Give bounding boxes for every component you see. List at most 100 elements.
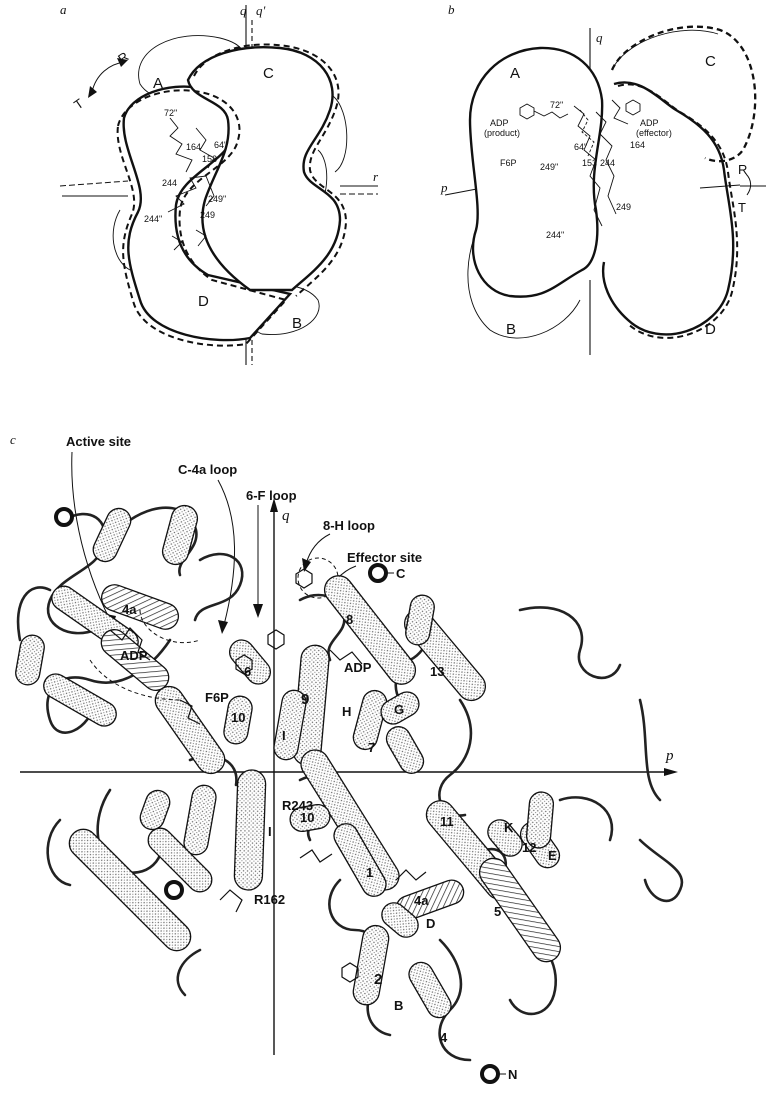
ligand-adp-2: ADP [344, 660, 372, 675]
ligand-adp-1: ADP [120, 648, 148, 663]
helix-label-1: 1 [366, 865, 373, 880]
subunit-b-label: B [506, 321, 516, 338]
axis-q-label: q [596, 30, 603, 45]
helix-label-8: 8 [346, 612, 353, 627]
residue-244: 244 [162, 178, 177, 188]
adp-product-label-1: ADP [490, 118, 509, 128]
helix-label-K: K [504, 820, 514, 835]
helix-label-I-top: I [282, 728, 286, 743]
helix-4 [405, 958, 456, 1022]
helix-label-4a-top: 4a [122, 602, 137, 617]
residue-r243: R243 [282, 798, 313, 813]
helix-cylinders [14, 503, 566, 1022]
panel-c-letter: c [10, 432, 16, 447]
axis-p-right [700, 185, 740, 188]
axis-q-prime-label: q' [256, 3, 266, 18]
t-label: T [738, 200, 746, 215]
axis-q-label: q [282, 508, 290, 524]
helix-7 [382, 722, 428, 777]
helix-label-I-low: I [268, 824, 272, 839]
terminus-circle-top-left [56, 509, 72, 525]
subunit-c-label: C [263, 65, 274, 82]
helix-label-5: 5 [494, 904, 501, 919]
t-label: T [71, 96, 86, 113]
helix-label-D: D [426, 916, 435, 931]
six-f-loop-label: 6-F loop [246, 488, 297, 503]
subunit-c-label: C [705, 53, 716, 70]
residue-72: 72" [550, 100, 563, 110]
helix-left-vertical [182, 783, 218, 856]
residue-244p: 244" [546, 230, 564, 240]
axis-p-arrowhead [664, 768, 678, 776]
residue-249: 249 [616, 202, 631, 212]
helix-label-E: E [548, 848, 557, 863]
panel-a-letter: a [60, 2, 67, 17]
helix-label-4: 4 [440, 1030, 448, 1045]
subunit-a-label: A [153, 75, 163, 92]
rotation-arrow [746, 174, 751, 195]
helix-top-left-1 [89, 505, 134, 566]
helix-2 [351, 924, 390, 1007]
residue-r162: R162 [254, 892, 285, 907]
ligand-f6p: F6P [205, 690, 229, 705]
subunit-d-back-edge [113, 210, 130, 270]
residue-249p: 249" [540, 162, 558, 172]
helix-label-12: 12 [522, 840, 536, 855]
helix-label-7: 7 [368, 740, 375, 755]
residue-72: 72" [164, 108, 177, 118]
residue-164: 164 [186, 142, 201, 152]
residue-153: 153 [202, 154, 217, 164]
subunit-c-thin [614, 30, 718, 66]
helix-top-left-2 [160, 503, 201, 568]
effector-site-label: Effector site [347, 550, 422, 565]
terminus-c-label: C [396, 566, 406, 581]
helix-label-H: H [342, 704, 351, 719]
helix-label-13: 13 [430, 664, 444, 679]
adp-effector-label-2: (effector) [636, 128, 672, 138]
t-arrowhead [88, 86, 97, 98]
helix-bottom-small [137, 787, 173, 833]
subunit-a-outline [470, 48, 602, 297]
terminus-n-label: N [508, 1067, 517, 1082]
terminus-n-circle [482, 1066, 498, 1082]
active-site-label: Active site [66, 434, 131, 449]
c4a-loop-label: C-4a loop [178, 462, 237, 477]
adp-effector-label-1: ADP [640, 118, 659, 128]
panel-a: a q q' r A C D B T R 72 [60, 2, 379, 365]
helix-label-2: 2 [374, 971, 382, 988]
helix-label-B: B [394, 998, 403, 1013]
subunit-d-dashed [618, 84, 737, 338]
helix-label-G: G [394, 702, 404, 717]
c4a-loop-arrowhead [218, 620, 228, 634]
residue-249: 249 [200, 210, 215, 220]
helix-label-6: 6 [244, 664, 251, 679]
axis-r-label: r [373, 169, 379, 184]
helix-label-10-top: 10 [231, 710, 245, 725]
eight-h-loop-label: 8-H loop [323, 518, 375, 533]
residue-244p: 244" [144, 214, 162, 224]
helix-label-9: 9 [301, 691, 309, 708]
residue-64: 64" [214, 140, 227, 150]
axis-p-label: p [440, 180, 448, 195]
helix-label-11: 11 [440, 814, 454, 829]
residue-64: 64" [574, 142, 587, 152]
helix-5 [474, 853, 566, 967]
residue-153: 153 [582, 158, 597, 168]
subunit-d-label: D [705, 321, 716, 338]
panel-c: c q p Active site C-4a loop 6-F loop 8-H… [10, 432, 682, 1082]
subunit-a-label: A [510, 65, 520, 82]
helix-left-small [14, 633, 46, 686]
r-label: R [738, 162, 747, 177]
residue-244: 244 [600, 158, 615, 168]
residue-249p: 249" [208, 194, 226, 204]
terminus-circle-bottom-left [166, 882, 182, 898]
axis-q-label: q [240, 3, 247, 18]
panel-b: b q p A B C D R T ADP (product) [440, 2, 766, 355]
adp-effector-glyph [612, 100, 640, 124]
terminus-c-circle [370, 565, 386, 581]
panel-b-letter: b [448, 2, 455, 17]
six-f-loop-arrowhead [253, 604, 263, 618]
helix-label-4a-bottom: 4a [414, 893, 429, 908]
axis-r-dashed-left [60, 181, 128, 186]
